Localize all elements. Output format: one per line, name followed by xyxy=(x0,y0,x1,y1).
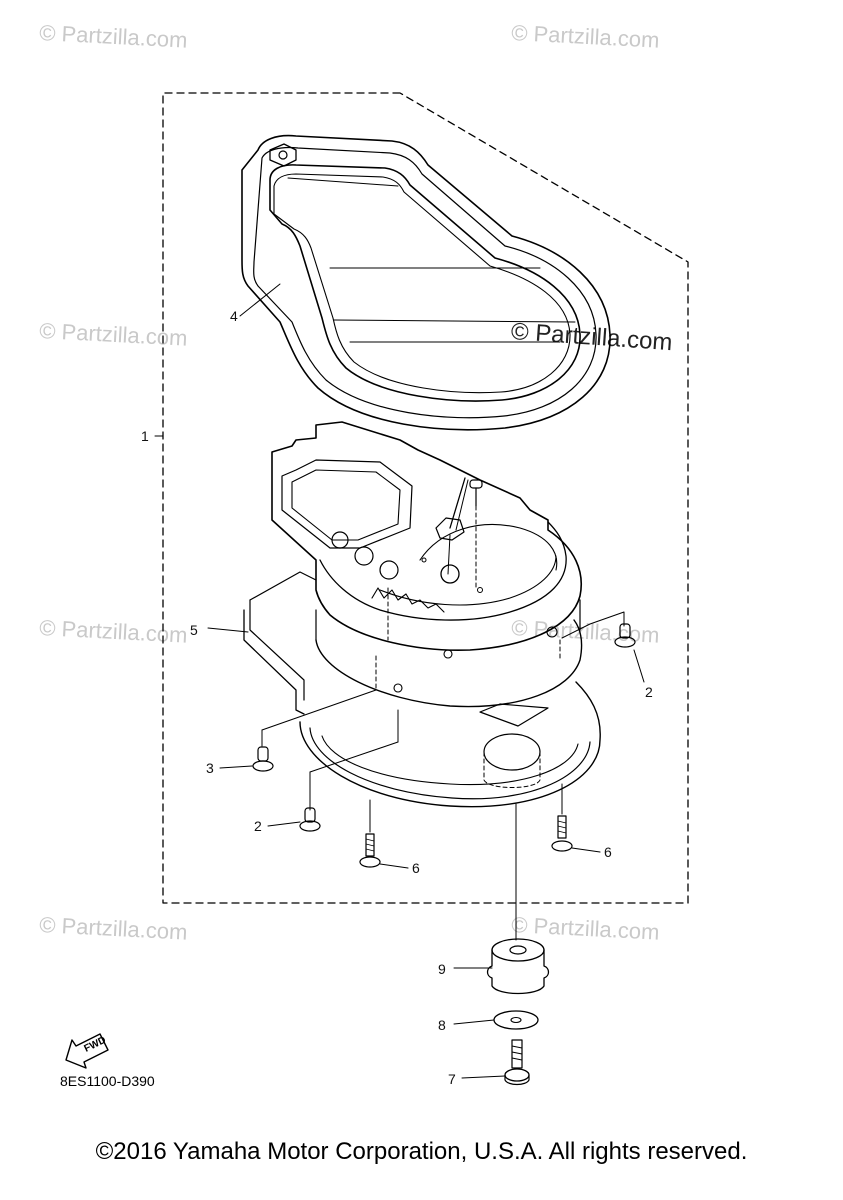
meter-assembly xyxy=(243,421,583,715)
callout-8: 8 xyxy=(438,1017,446,1033)
callout-6-right: 6 xyxy=(604,844,612,860)
callout-5: 5 xyxy=(190,622,198,638)
screw-6-right xyxy=(551,815,573,852)
callout-6-left: 6 xyxy=(412,860,420,876)
fwd-arrow xyxy=(65,1033,109,1069)
callout-4: 4 xyxy=(230,308,238,324)
meter-case-lower xyxy=(261,655,601,941)
meter-case-upper xyxy=(241,134,611,431)
callout-2-lower: 2 xyxy=(254,818,262,834)
screw-6-left xyxy=(359,833,381,868)
callout-3: 3 xyxy=(206,760,214,776)
bolt-7 xyxy=(504,1039,530,1086)
callout-2-upper: 2 xyxy=(645,684,653,700)
diagram-code: 8ES1100-D390 xyxy=(60,1073,155,1089)
callout-1: 1 xyxy=(141,428,149,444)
damper-9 xyxy=(486,938,550,995)
callout-9: 9 xyxy=(438,961,446,977)
grommet-upper-right xyxy=(561,611,636,648)
assembly-boundary xyxy=(162,92,689,904)
grommet-lower xyxy=(299,807,321,832)
washer-8 xyxy=(493,1010,539,1030)
callout-7: 7 xyxy=(448,1071,456,1087)
copyright-notice: ©2016 Yamaha Motor Corporation, U.S.A. A… xyxy=(95,1138,748,1165)
grommet-3 xyxy=(252,746,274,772)
leader-lines xyxy=(154,283,645,1079)
